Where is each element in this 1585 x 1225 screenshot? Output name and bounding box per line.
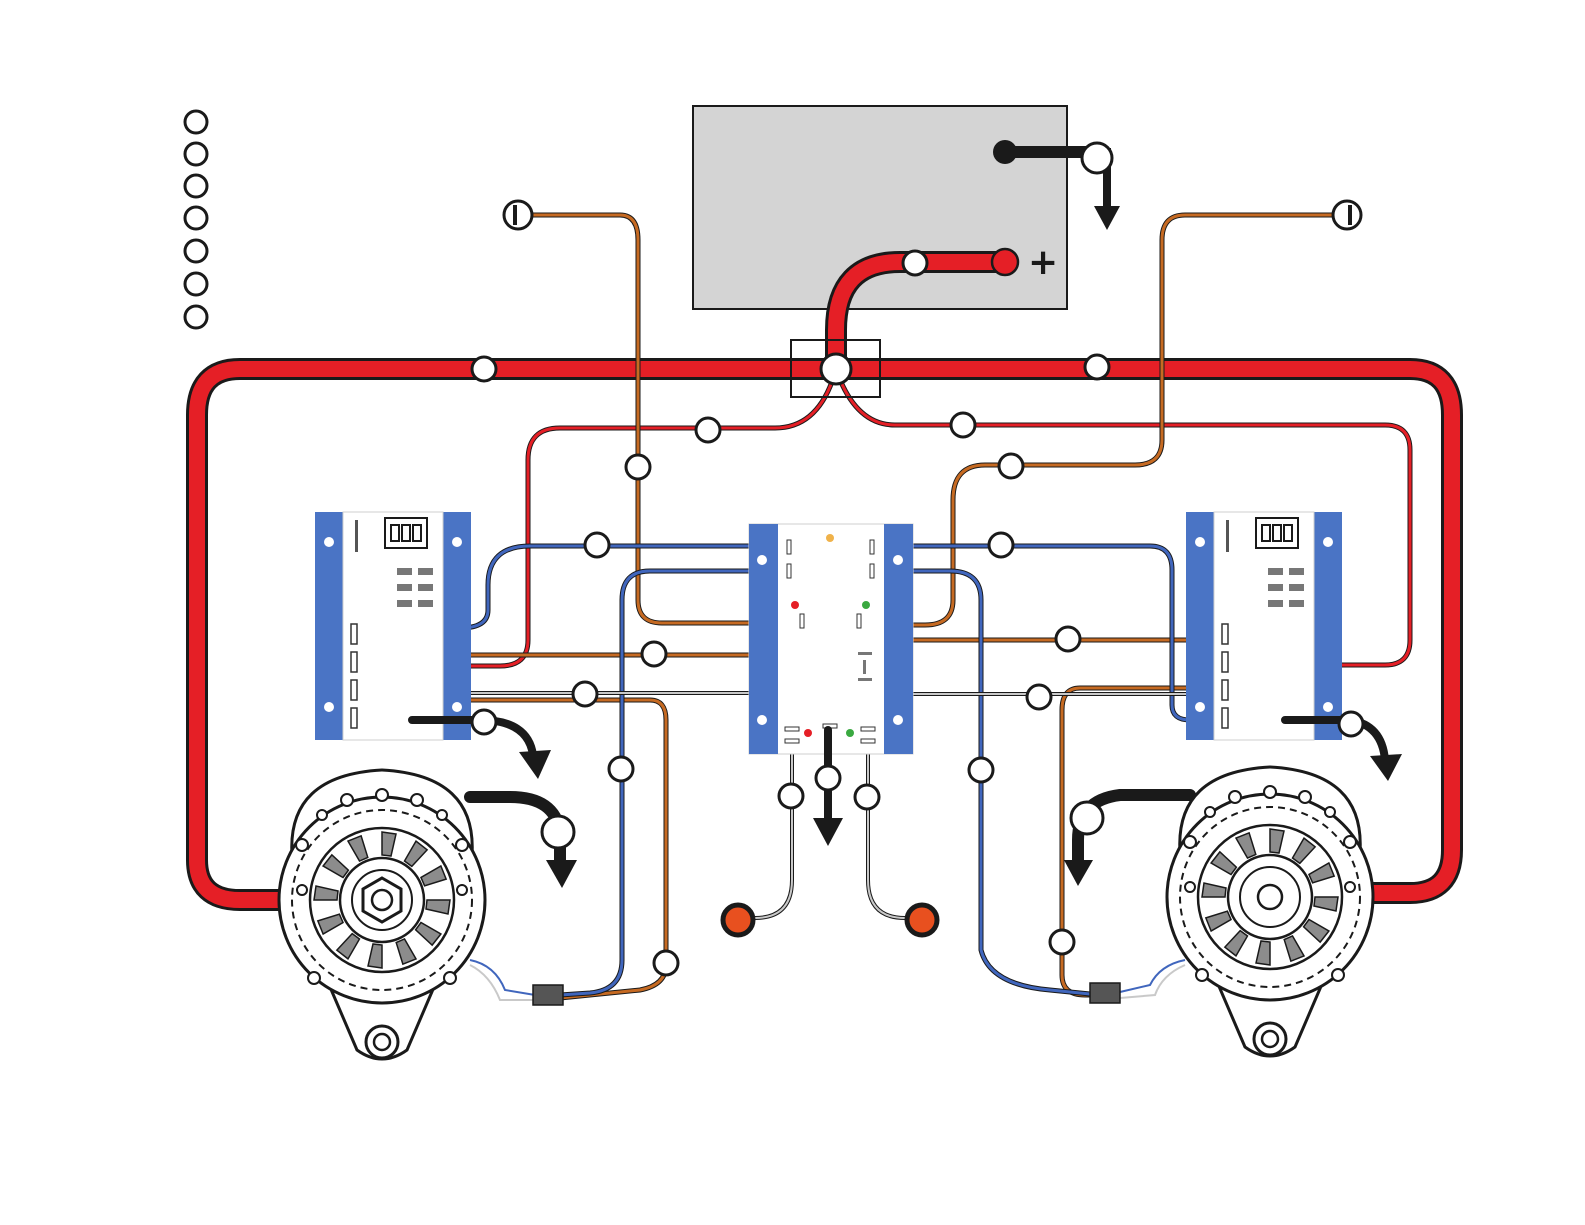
callout-marker	[821, 354, 851, 384]
callout-marker	[1071, 802, 1103, 834]
legend-marker	[185, 111, 207, 133]
callout-marker	[903, 251, 927, 275]
alternator-left-nut	[363, 878, 401, 922]
callout-marker	[654, 951, 678, 975]
battery-positive-symbol: +	[1028, 242, 1058, 283]
lamp-right	[907, 905, 937, 935]
legend	[185, 111, 207, 328]
callout-marker	[969, 758, 993, 782]
callout-marker	[1339, 712, 1363, 736]
callout-marker	[1027, 685, 1051, 709]
led-green	[846, 729, 854, 737]
led-orange	[826, 534, 834, 542]
callout-marker	[573, 682, 597, 706]
callout-marker	[609, 757, 633, 781]
callout-marker	[999, 454, 1023, 478]
battery-positive-terminal	[992, 249, 1018, 275]
regulator-left	[315, 512, 471, 740]
callout-marker	[696, 418, 720, 442]
callout-marker	[1050, 930, 1074, 954]
legend-marker	[185, 273, 207, 295]
callout-marker	[642, 642, 666, 666]
led-green	[862, 601, 870, 609]
lamp-left	[723, 905, 753, 935]
alternator-right	[1167, 767, 1373, 1056]
callout-marker	[626, 455, 650, 479]
callout-marker	[855, 785, 879, 809]
callout-marker	[989, 533, 1013, 557]
temp-sensor-right	[1333, 201, 1361, 229]
regulator-right	[1186, 512, 1342, 740]
callout-marker	[1056, 627, 1080, 651]
callout-marker	[951, 413, 975, 437]
callout-marker	[779, 784, 803, 808]
legend-marker	[185, 240, 207, 262]
callout-marker	[585, 533, 609, 557]
callout-marker	[472, 710, 496, 734]
temp-sensor-left	[504, 201, 532, 229]
led-red	[804, 729, 812, 737]
callout-marker	[542, 816, 574, 848]
battery: +	[693, 106, 1067, 309]
led-red	[791, 601, 799, 609]
legend-marker	[185, 207, 207, 229]
legend-marker	[185, 306, 207, 328]
legend-marker	[185, 175, 207, 197]
callout-marker	[472, 357, 496, 381]
callout-marker	[1085, 355, 1109, 379]
legend-marker	[185, 143, 207, 165]
callout-marker	[1082, 143, 1112, 173]
combiner-module	[749, 524, 913, 754]
